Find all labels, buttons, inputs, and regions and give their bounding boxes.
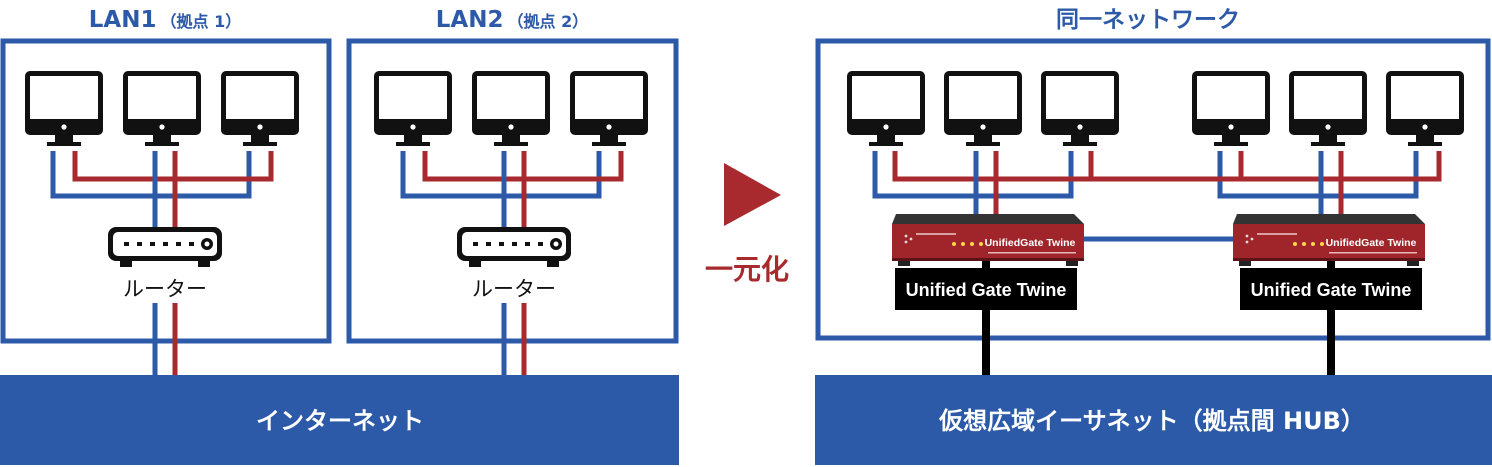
lan2-computer-2-monitor-icon bbox=[472, 71, 550, 146]
lan1-router-label: ルーター bbox=[123, 277, 207, 301]
lan2-wiring bbox=[400, 151, 624, 375]
lan2-router-label: ルーター bbox=[472, 277, 556, 301]
lan2-title: LAN2（拠点 2） bbox=[436, 7, 588, 33]
gateway-1-front-label: UnifiedGate Twine bbox=[985, 237, 1076, 249]
wan-bar bbox=[815, 375, 1492, 465]
unified-network-frame bbox=[815, 38, 1491, 341]
lan2-computer-3-monitor-icon bbox=[570, 71, 648, 146]
gateway-2-front-label: UnifiedGate Twine bbox=[1326, 237, 1417, 249]
lan1-title: LAN1（拠点 1） bbox=[89, 7, 241, 33]
play-triangle-icon bbox=[724, 163, 781, 226]
gateway-2-caption-box bbox=[1240, 268, 1422, 310]
gateway-1-caption-box bbox=[895, 268, 1077, 310]
site1-computer-1-monitor-icon bbox=[847, 71, 925, 146]
lan1-computer-3-monitor-icon bbox=[221, 71, 299, 146]
unified-network-title: 同一ネットワーク bbox=[1056, 7, 1240, 33]
wan-label: 仮想広域イーサネット（拠点間 HUB） bbox=[938, 407, 1365, 435]
lan1-router-icon bbox=[108, 227, 222, 267]
gateway-2-caption: Unified Gate Twine bbox=[1251, 280, 1412, 300]
site2-computer-3-monitor-icon bbox=[1386, 71, 1464, 146]
lan2-frame bbox=[346, 38, 679, 344]
lan2-router-icon bbox=[457, 227, 571, 267]
lan1-computer-1-monitor-icon bbox=[25, 71, 103, 146]
unified-wiring bbox=[872, 151, 1442, 375]
lan2-computer-1-monitor-icon bbox=[374, 71, 452, 146]
internet-bar bbox=[0, 375, 679, 465]
internet-label: インターネット bbox=[256, 407, 424, 435]
lan1-wiring bbox=[50, 151, 274, 375]
site2-computer-1-monitor-icon bbox=[1192, 71, 1270, 146]
lan1-computer-2-monitor-icon bbox=[123, 71, 201, 146]
site2-computer-2-monitor-icon bbox=[1289, 71, 1367, 146]
transition-label: 一元化 bbox=[705, 253, 789, 286]
lan1-frame bbox=[0, 38, 332, 344]
site1-computer-3-monitor-icon bbox=[1041, 71, 1119, 146]
gateway-1-caption: Unified Gate Twine bbox=[906, 280, 1067, 300]
site1-computer-2-monitor-icon bbox=[944, 71, 1022, 146]
